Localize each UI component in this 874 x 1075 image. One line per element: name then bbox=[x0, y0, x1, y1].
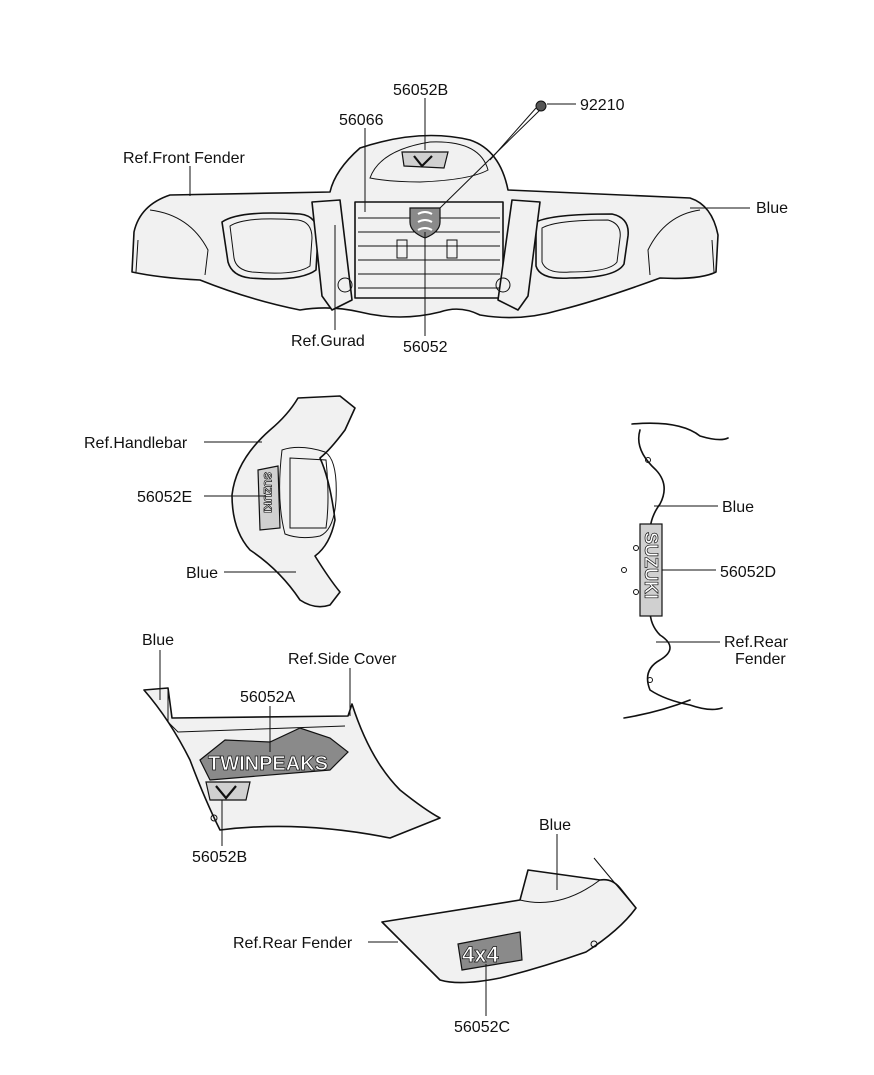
label-ref-side-cover: Ref.Side Cover bbox=[288, 651, 397, 668]
rear-suzuki-text: SUZUKI bbox=[641, 532, 661, 599]
handlebar-suzuki-text: SUZUKI bbox=[261, 472, 273, 513]
rear-fender-leaders bbox=[368, 834, 558, 1016]
handlebar-leaders bbox=[204, 441, 296, 573]
handlebar-cover: SUZUKI bbox=[231, 395, 356, 608]
label-56052b-top: 56052B bbox=[393, 82, 448, 99]
rear-side-leaders bbox=[654, 505, 720, 643]
label-56052c: 56052C bbox=[454, 1019, 510, 1036]
label-ref-rear-fender: Ref.Rear Fender bbox=[233, 935, 353, 952]
left-guard-post bbox=[311, 199, 353, 311]
labels: 56052B 92210 56066 Ref.Front Fender Blue… bbox=[84, 82, 789, 1036]
right-guard-post bbox=[497, 199, 541, 311]
headlight-cowl bbox=[369, 141, 489, 183]
four-by-four-decal bbox=[457, 931, 523, 971]
side-cover: TWINPEAKS bbox=[143, 687, 441, 839]
rear-fender-side: SUZUKI bbox=[621, 422, 729, 719]
label-blue-rear-side: Blue bbox=[722, 499, 754, 516]
label-blue-rear: Blue bbox=[539, 817, 571, 834]
right-headlight-lens bbox=[535, 213, 629, 280]
label-56052e: 56052E bbox=[137, 489, 192, 506]
left-headlight-lens bbox=[221, 212, 319, 280]
rear-fender: 4x4 bbox=[381, 857, 637, 984]
label-56052a: 56052A bbox=[240, 689, 295, 706]
four-by-four-text: 4x4 bbox=[462, 942, 499, 967]
front-fender-assembly bbox=[131, 100, 719, 319]
front-leaders bbox=[189, 98, 750, 336]
label-ref-guard: Ref.Gurad bbox=[291, 333, 365, 350]
label-ref-rear-fender-line1: Ref.Rear bbox=[724, 634, 789, 651]
handlebar-suzuki-decal bbox=[257, 465, 281, 531]
label-56052: 56052 bbox=[403, 339, 448, 356]
label-56052d: 56052D bbox=[720, 564, 776, 581]
twinpeaks-decal bbox=[199, 727, 349, 781]
bolt-92210-icon bbox=[535, 100, 547, 112]
label-blue-handlebar: Blue bbox=[186, 565, 218, 582]
label-ref-front-fender: Ref.Front Fender bbox=[123, 150, 246, 167]
label-92210: 92210 bbox=[580, 97, 625, 114]
label-blue-side-cover: Blue bbox=[142, 632, 174, 649]
label-56052b-side: 56052B bbox=[192, 849, 247, 866]
label-ref-rear-fender-line2: Fender bbox=[735, 651, 786, 668]
twinpeaks-text: TWINPEAKS bbox=[208, 753, 328, 775]
label-ref-handlebar: Ref.Handlebar bbox=[84, 435, 188, 452]
v-decal-top bbox=[401, 151, 449, 169]
side-cover-leaders bbox=[159, 650, 351, 846]
label-56066: 56066 bbox=[339, 112, 384, 129]
label-blue-front: Blue bbox=[756, 200, 788, 217]
